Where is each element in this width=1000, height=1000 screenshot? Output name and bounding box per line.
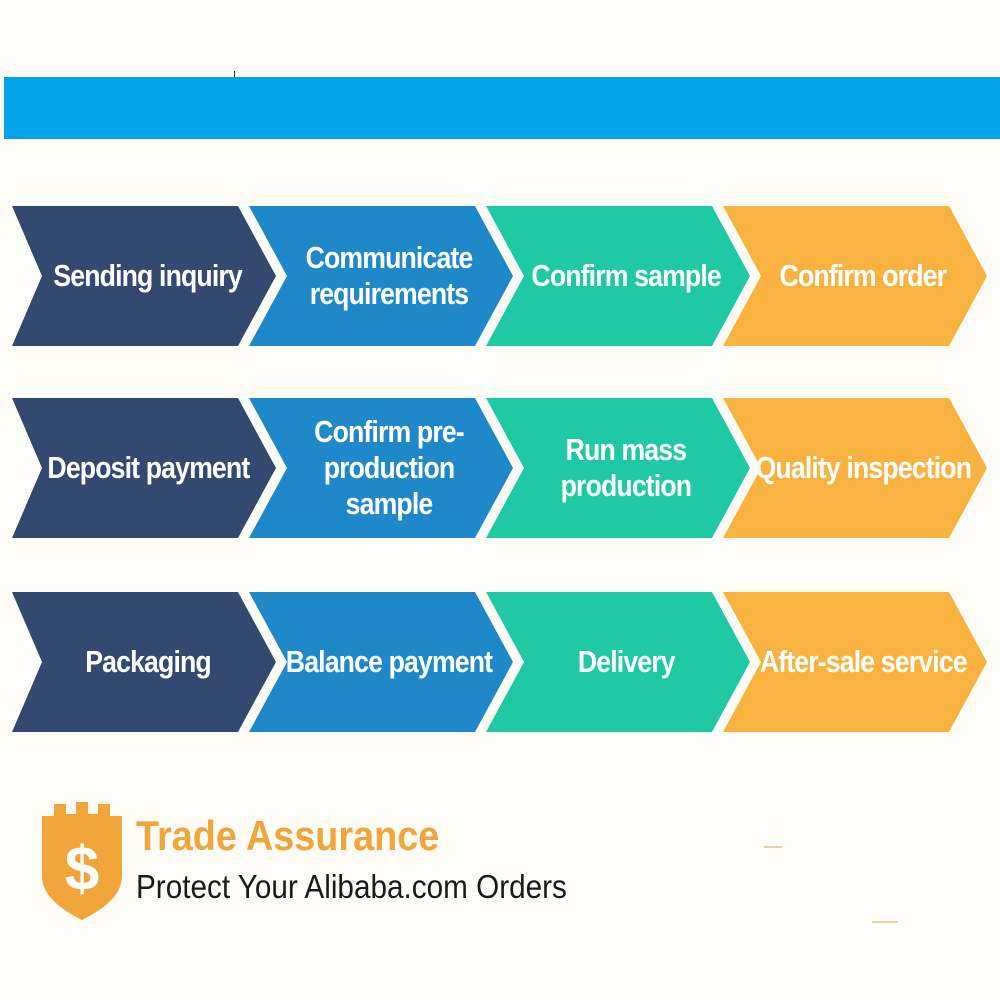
step-confirm-pre-production-sample: Confirm pre- production sample: [249, 398, 513, 538]
process-row-2: Deposit payment Confirm pre- production …: [12, 398, 988, 538]
step-label: Confirm sample: [531, 258, 721, 293]
divider-tick: [234, 71, 235, 78]
step-confirm-sample: Confirm sample: [486, 206, 750, 346]
svg-text:$: $: [65, 835, 99, 904]
trade-assurance-subtitle: Protect Your Alibaba.com Orders: [136, 868, 567, 905]
step-label: Deposit payment: [47, 450, 250, 485]
step-label: Quality inspection: [755, 450, 971, 485]
step-label: Confirm order: [779, 258, 947, 293]
step-after-sale-service: After-sale service: [723, 592, 987, 732]
step-label: Sending inquiry: [53, 258, 243, 293]
step-label: Communicate requirements: [305, 240, 474, 311]
decorative-speck: [872, 921, 898, 923]
step-quality-inspection: Quality inspection: [723, 398, 987, 538]
process-row-1: Sending inquiry Communicate requirements…: [12, 206, 988, 346]
shield-dollar-icon: $: [36, 798, 128, 922]
step-label: Run mass production: [560, 432, 692, 503]
step-label: After-sale service: [759, 644, 968, 679]
step-sending-inquiry: Sending inquiry: [12, 206, 276, 346]
step-label: Packaging: [85, 644, 211, 679]
step-label: Confirm pre- production sample: [314, 414, 465, 521]
step-run-mass-production: Run mass production: [486, 398, 750, 538]
step-label: Balance payment: [285, 644, 493, 679]
step-deposit-payment: Deposit payment: [12, 398, 276, 538]
step-label: Delivery: [577, 644, 676, 679]
trade-assurance-title: Trade Assurance: [136, 812, 440, 859]
step-communicate-requirements: Communicate requirements: [249, 206, 513, 346]
step-confirm-order: Confirm order: [723, 206, 987, 346]
process-row-3: Packaging Balance payment Delivery After…: [12, 592, 988, 732]
step-delivery: Delivery: [486, 592, 750, 732]
top-banner: [4, 77, 1000, 139]
step-packaging: Packaging: [12, 592, 276, 732]
step-balance-payment: Balance payment: [249, 592, 513, 732]
decorative-speck: [764, 846, 782, 848]
